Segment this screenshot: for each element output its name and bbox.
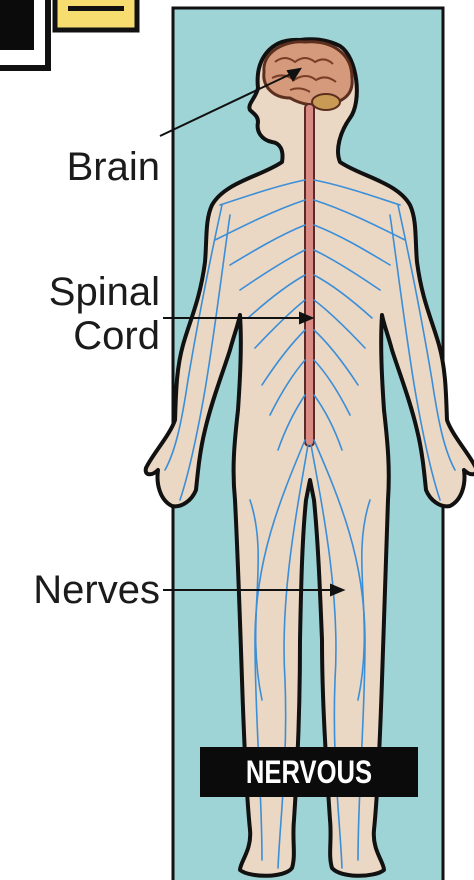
nerves-label-text: Nerves <box>0 568 160 612</box>
spinal-cord-label: Spinal Cord <box>10 270 160 358</box>
system-title: NERVOUS <box>222 747 396 797</box>
corner-tabs <box>0 0 137 68</box>
system-title-banner: NERVOUS <box>200 747 418 797</box>
nerves-label: Nerves <box>0 568 160 612</box>
spinal-label-line2: Cord <box>10 314 160 358</box>
brain-label: Brain <box>40 145 160 189</box>
spinal-cord-shape <box>305 104 314 446</box>
brain-label-text: Brain <box>40 145 160 189</box>
spinal-label-line1: Spinal <box>10 270 160 314</box>
